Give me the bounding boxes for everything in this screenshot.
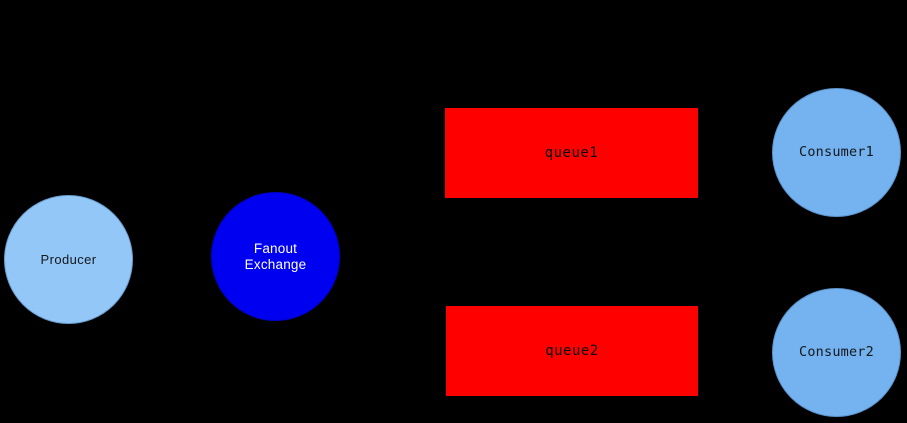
node-consumer-2-label: Consumer2	[799, 343, 874, 360]
node-producer[interactable]: Producer	[4, 195, 133, 324]
node-queue-2-label: queue2	[545, 342, 599, 359]
node-fanout-exchange[interactable]: Fanout Exchange	[211, 192, 340, 321]
node-queue-1-label: queue1	[544, 144, 599, 161]
node-consumer-1-label: Consumer1	[799, 143, 874, 160]
node-queue-1[interactable]: queue1	[445, 108, 698, 198]
node-producer-label: Producer	[40, 251, 97, 267]
node-consumer-1[interactable]: Consumer1	[772, 88, 901, 217]
node-fanout-exchange-label: Fanout Exchange	[244, 240, 307, 272]
node-consumer-2[interactable]: Consumer2	[772, 288, 901, 417]
node-queue-2[interactable]: queue2	[446, 306, 698, 396]
